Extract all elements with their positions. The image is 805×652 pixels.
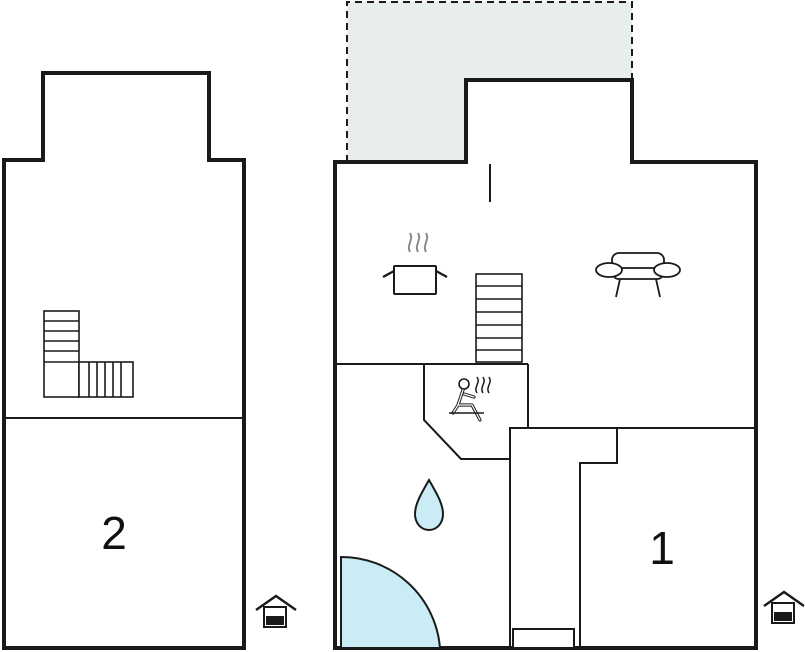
sofa-icon <box>595 252 681 298</box>
staircase-icon <box>43 310 134 398</box>
bathroom-drop-icon <box>413 477 445 532</box>
ground-floor: 1 <box>333 1 805 650</box>
house-entrance-icon <box>763 590 805 624</box>
entrance-door-mat <box>512 628 575 649</box>
interior-walls <box>337 164 754 648</box>
terrace-area <box>347 2 632 162</box>
sauna-icon <box>449 376 491 422</box>
room-label-1: 1 <box>649 522 675 574</box>
staircase-icon <box>475 273 523 363</box>
shower-area <box>340 555 442 649</box>
ground-floor-outline <box>333 78 758 650</box>
upper-floor-outline <box>2 71 246 650</box>
room-label-2: 2 <box>101 507 127 559</box>
kitchen-pot-icon <box>382 232 448 295</box>
terrace-outline <box>346 1 633 162</box>
house-entrance-icon <box>255 594 297 628</box>
upper-floor: 2 <box>2 71 297 650</box>
